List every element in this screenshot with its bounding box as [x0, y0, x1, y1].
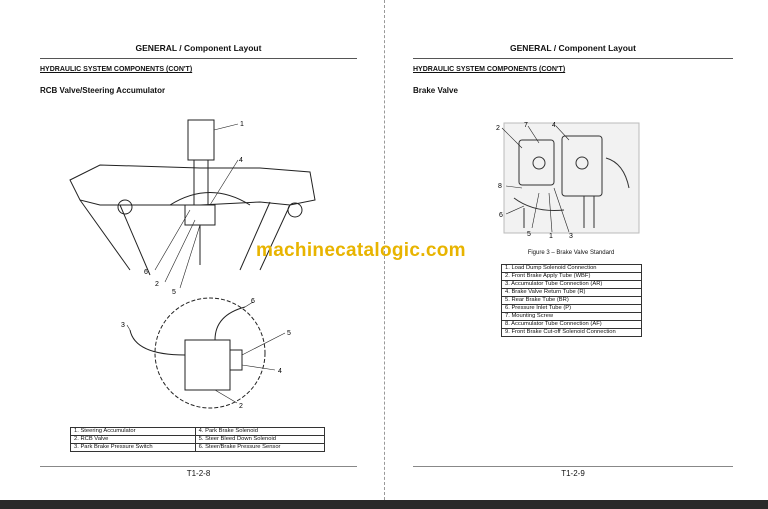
callout-6: 6	[251, 298, 255, 305]
brake-valve-photo: 2 7 4 8 6 5 1 3	[496, 122, 640, 240]
component-legend-table: 1. Load Dump Solenoid Connection 2. Fron…	[501, 264, 642, 337]
callout-2: 2	[155, 281, 159, 288]
legend-cell: 2. RCB Valve	[70, 435, 196, 444]
page-number: T1-2-8	[186, 469, 211, 478]
table-row: 3. Accumulator Tube Connection (AR)	[501, 280, 642, 289]
left-page: GENERAL / Component Layout HYDRAULIC SYS…	[0, 0, 384, 500]
callout-4: 4	[239, 157, 243, 164]
callout-5: 5	[172, 289, 176, 296]
figure-subtitle: RCB Valve/Steering Accumulator	[40, 86, 166, 95]
legend-cell: 6. Pressure Inlet Tube (P)	[501, 304, 642, 313]
callout-4: 4	[552, 122, 556, 129]
page-number: T1-2-9	[561, 469, 585, 478]
rcb-valve-top-diagram: 1 4 6 2 5	[69, 119, 316, 296]
legend-cell: 4. Brake Valve Return Tube (R)	[501, 288, 642, 297]
table-row: 1. Load Dump Solenoid Connection	[501, 264, 642, 273]
callout-1: 1	[549, 233, 553, 240]
table-row: 7. Mounting Screw	[501, 312, 642, 321]
footer-rule	[40, 466, 357, 467]
legend-cell: 1. Steering Accumulator	[70, 427, 196, 436]
callout-6: 6	[144, 269, 148, 276]
callout-2: 2	[239, 403, 243, 410]
callout-5: 5	[527, 231, 531, 238]
legend-cell: 5. Rear Brake Tube (BR)	[501, 296, 642, 305]
watermark: machinecatalogic.com	[256, 240, 466, 261]
table-row: 2. Front Brake Apply Tube (WBF)	[501, 272, 642, 281]
page-divider	[384, 0, 385, 500]
callout-8: 8	[498, 183, 502, 190]
table-row: 5. Rear Brake Tube (BR)	[501, 296, 642, 305]
legend-cell: 8. Accumulator Tube Connection (AF)	[501, 320, 642, 329]
callout-6: 6	[499, 212, 503, 219]
callout-5: 5	[287, 330, 291, 337]
callout-1: 1	[240, 121, 244, 128]
legend-cell: 7. Mounting Screw	[501, 312, 642, 321]
legend-cell: 2. Front Brake Apply Tube (WBF)	[501, 272, 642, 281]
legend-cell: 3. Accumulator Tube Connection (AR)	[501, 280, 642, 289]
legend-cell: 5. Steer Bleed Down Solenoid	[194, 435, 326, 444]
legend-cell: 4. Park Brake Solenoid	[194, 427, 326, 436]
right-page: GENERAL / Component Layout HYDRAULIC SYS…	[386, 0, 768, 500]
callout-2: 2	[496, 125, 500, 132]
table-row: 9. Front Brake Cut-off Solenoid Connecti…	[501, 328, 642, 337]
section-title: HYDRAULIC SYSTEM COMPONENTS (CON'T)	[40, 66, 193, 73]
page-header: GENERAL / Component Layout	[510, 43, 636, 53]
figure-subtitle: Brake Valve	[413, 86, 458, 95]
figure-caption: Figure 3 – Brake Valve Standard	[527, 250, 615, 256]
callout-7: 7	[524, 122, 528, 129]
callout-3: 3	[121, 322, 125, 329]
footer-rule	[413, 466, 733, 467]
table-row: 8. Accumulator Tube Connection (AF)	[501, 320, 642, 329]
callout-3: 3	[569, 233, 573, 240]
legend-cell: 3. Park Brake Pressure Switch	[70, 443, 196, 452]
legend-cell: 6. Steer/Brake Pressure Sensor	[194, 443, 326, 452]
rcb-valve-detail-diagram: 6 3 5 4 2	[121, 297, 291, 410]
table-row: 4. Brake Valve Return Tube (R)	[501, 288, 642, 297]
legend-cell: 1. Load Dump Solenoid Connection	[501, 264, 642, 273]
table-row: 6. Pressure Inlet Tube (P)	[501, 304, 642, 313]
header-rule	[40, 58, 357, 59]
legend-cell: 9. Front Brake Cut-off Solenoid Connecti…	[501, 328, 642, 337]
callout-4: 4	[278, 368, 282, 375]
header-rule	[413, 58, 733, 59]
section-title: HYDRAULIC SYSTEM COMPONENTS (CON'T)	[413, 66, 566, 73]
page-header: GENERAL / Component Layout	[135, 43, 262, 53]
bottom-bar	[0, 500, 768, 509]
